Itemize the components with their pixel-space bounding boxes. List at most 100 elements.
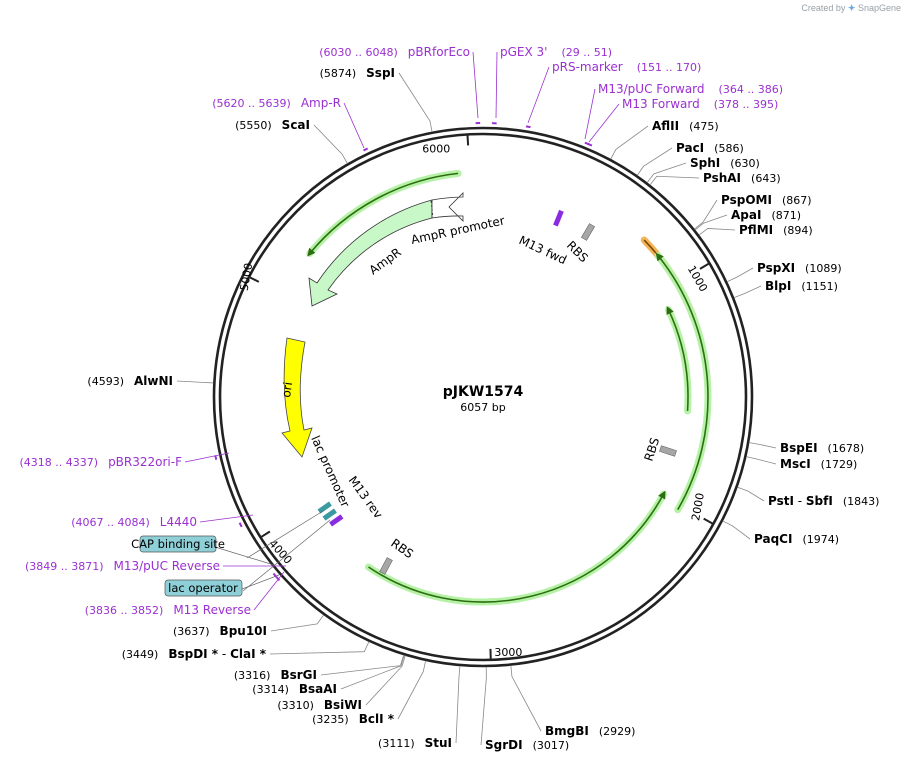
enzyme-label[interactable]: (3637)Bpu10I: [173, 624, 267, 638]
primer-label[interactable]: (5620 .. 5639)Amp-R: [212, 96, 341, 110]
primer-mark[interactable]: [525, 125, 531, 129]
ampr-promoter-arrow[interactable]: [431, 192, 464, 222]
primer-label[interactable]: (6030 .. 6048)pBRforEco: [319, 45, 470, 59]
primer-label[interactable]: (4067 .. 4084)L4440: [71, 515, 197, 529]
enzyme-label[interactable]: MscI(1729): [780, 457, 857, 471]
rbs-right-block[interactable]: [659, 445, 677, 457]
lac-operator-box[interactable]: [164, 579, 243, 597]
enzyme-label[interactable]: PacI(586): [676, 141, 744, 155]
enzyme-name: AlwNI: [134, 374, 173, 388]
enzyme-coord: (643): [751, 172, 781, 185]
enzyme-name: AflII: [652, 119, 679, 133]
enzyme-label[interactable]: (3235) BclI *: [312, 712, 395, 726]
enzyme-label[interactable]: (3314)BsaAI: [252, 682, 337, 696]
tick-label: 1000: [685, 263, 710, 294]
primer-label[interactable]: (3849 .. 3871)M13/pUC Reverse: [25, 559, 220, 573]
enzyme-leader-line: [610, 125, 649, 160]
ampr-separator: [430, 200, 434, 218]
enzyme-coord: (5874): [320, 67, 357, 80]
enzyme-name: BspDI *: [168, 647, 218, 661]
enzyme-label[interactable]: AflII(475): [652, 119, 719, 133]
enzyme-label[interactable]: BmgBI(2929): [545, 724, 635, 738]
primer-coord: (3849 .. 3871): [25, 560, 104, 573]
enzyme-coord: (586): [714, 142, 744, 155]
m13-rev-block[interactable]: [329, 514, 344, 527]
enzyme-leader-line: [694, 199, 718, 230]
enzyme-name: BsiWI: [324, 698, 362, 712]
tick-label: 6000: [422, 142, 450, 155]
ampr-feature-arrow[interactable]: [308, 199, 433, 307]
enzyme-label[interactable]: (3111)StuI: [378, 736, 452, 750]
enzyme-label[interactable]: SphI(630): [690, 156, 760, 170]
enzyme-label[interactable]: (5874)SspI: [320, 66, 395, 80]
enzyme-label[interactable]: PspXI(1089): [757, 261, 842, 275]
cap-binding-site-box[interactable]: [139, 535, 217, 553]
primer-coord: (4067 .. 4084): [71, 516, 150, 529]
enzyme-label[interactable]: PshAI(643): [703, 171, 781, 185]
enzyme-label[interactable]: ApaI(871): [731, 208, 801, 222]
enzyme-leader-line: [746, 456, 777, 465]
enzyme-label[interactable]: PaqCI(1974): [754, 532, 839, 546]
primer-name: pGEX 3': [500, 45, 547, 59]
app-name: SnapGene: [857, 3, 901, 13]
right-outer-arc[interactable]: [655, 252, 709, 511]
enzyme-name: BclI *: [359, 712, 395, 726]
primer-name: M13/pUC Forward: [598, 82, 705, 96]
rbs-bottom-block[interactable]: [379, 557, 393, 575]
ampr-arc[interactable]: [307, 172, 459, 257]
enzyme-label[interactable]: BspEI(1678): [780, 441, 864, 455]
primer-mark[interactable]: [363, 147, 369, 152]
rbs-top-block[interactable]: [581, 223, 595, 241]
primer-coord: (5620 .. 5639): [212, 97, 291, 110]
enzyme-label[interactable]: (4593)AlwNI: [87, 374, 173, 388]
enzyme-label[interactable]: PstI - SbfI(1843): [768, 494, 879, 508]
ori-feature-arrow[interactable]: [281, 337, 313, 458]
enzyme-coord: (5550): [235, 119, 272, 132]
enzyme-coord: (3235): [312, 713, 349, 726]
enzyme-coord: (3310): [277, 699, 314, 712]
primer-label[interactable]: pGEX 3'(29 .. 51): [500, 45, 612, 59]
primer-coord: (4318 .. 4337): [20, 456, 99, 469]
m13-fwd-block[interactable]: [553, 209, 564, 227]
primer-coord: (151 .. 170): [637, 61, 702, 74]
enzyme-label[interactable]: SgrDI(3017): [485, 738, 569, 752]
lac-operator-block[interactable]: [322, 508, 337, 521]
cap-binding-site-label: CAP binding site: [131, 537, 225, 551]
enzyme-leader-line: [397, 660, 426, 720]
cap-site-block[interactable]: [317, 501, 332, 514]
enzyme-leader-line: [269, 641, 370, 655]
primer-label[interactable]: M13 Forward(378 .. 395): [622, 97, 778, 111]
enzyme-label[interactable]: PflMI(894): [739, 223, 813, 237]
primer-label[interactable]: (4318 .. 4337) pBR322ori-F: [20, 455, 183, 469]
enzyme-name: PaqCI: [754, 532, 792, 546]
enzyme-label[interactable]: (3449)BspDI * - ClaI *: [122, 647, 267, 661]
enzyme-name: StuI: [425, 736, 452, 750]
primer-label[interactable]: M13/pUC Forward(364 .. 386): [598, 82, 783, 96]
primer-label[interactable]: (3836 .. 3852)M13 Reverse: [85, 603, 251, 617]
enzyme-coord: (2929): [599, 725, 636, 738]
primer-name: M13 Forward: [622, 97, 700, 111]
enzyme-label[interactable]: (3316)BsrGI: [234, 668, 317, 682]
primer-name: pBR322ori-F: [108, 455, 182, 469]
feature-arcs: [306, 169, 712, 606]
enzyme-label[interactable]: (3310) BsiWI: [277, 698, 362, 712]
primer-name: M13 Reverse: [173, 603, 251, 617]
enzyme-label[interactable]: (5550)ScaI: [235, 118, 310, 132]
created-by-text: Created by: [801, 3, 846, 13]
enzyme-leader-line: [270, 614, 324, 632]
primer-name: pBRforEco: [408, 45, 470, 59]
enzyme-label[interactable]: BlpI(1151): [765, 279, 838, 293]
primer-mark[interactable]: [238, 522, 243, 528]
m13-fwd-label: M13 fwd: [517, 233, 569, 267]
primer-mark[interactable]: [275, 576, 281, 582]
enzyme-separator: -: [218, 647, 230, 661]
bottom-arc[interactable]: [368, 490, 666, 603]
primer-label[interactable]: pRS-marker(151 .. 170): [552, 60, 701, 74]
primer-leader-line: [253, 571, 285, 611]
enzyme-label[interactable]: PspOMI(867): [721, 193, 812, 207]
primer-mark[interactable]: [587, 142, 593, 147]
enzyme-leader-line: [320, 654, 405, 676]
rbs-right-label: RBS: [642, 436, 663, 463]
right-inner-arc[interactable]: [666, 306, 689, 412]
